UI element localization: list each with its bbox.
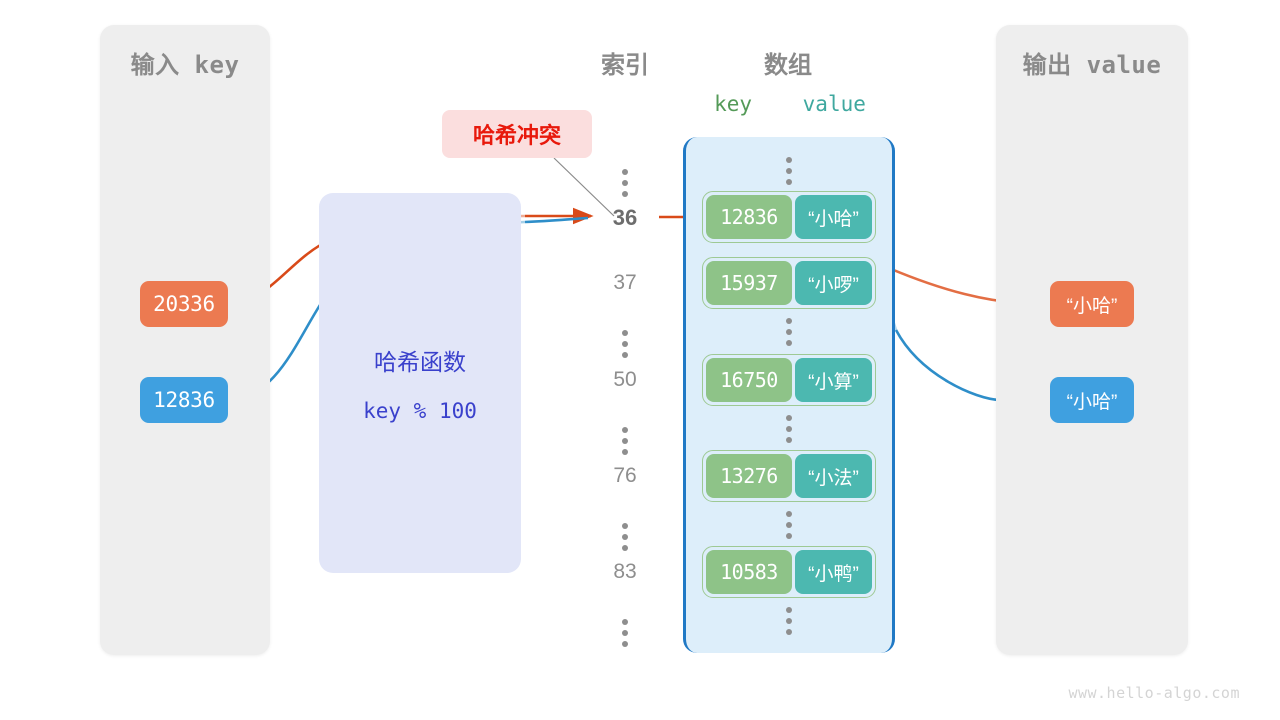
array-entry-value: “小啰” <box>795 261 872 305</box>
index-label-36: 36 <box>612 205 638 230</box>
output-value-chip-orange[interactable]: “小哈” <box>1050 281 1134 327</box>
array-entry-36[interactable]: 12836 “小哈” <box>702 191 876 243</box>
index-column-heading: 索引 <box>601 52 649 79</box>
output-value-panel: 输出 value <box>996 25 1188 655</box>
array-entry-37[interactable]: 15937 “小啰” <box>702 257 876 309</box>
array-entry-83[interactable]: 10583 “小鸭” <box>702 546 876 598</box>
array-column-heading: 数组 <box>764 52 812 79</box>
input-key-chip-12836[interactable]: 12836 <box>140 377 228 423</box>
input-key-chip-20336[interactable]: 20336 <box>140 281 228 327</box>
input-panel-title: 输入 key <box>130 51 240 79</box>
curve-key-blue-to-index <box>524 216 589 224</box>
input-key-panel: 输入 key <box>100 25 270 655</box>
array-key-label: key <box>714 92 753 116</box>
array-dots-2 <box>786 415 792 443</box>
array-entry-key: 10583 <box>706 550 792 594</box>
array-entry-key: 16750 <box>706 358 792 402</box>
index-label-83: 83 <box>613 560 637 583</box>
index-dots-4 <box>593 607 657 647</box>
array-value-label: value <box>802 92 866 116</box>
output-value-chip-blue[interactable]: “小哈” <box>1050 377 1134 423</box>
array-dots-0 <box>786 157 792 185</box>
array-entry-key: 13276 <box>706 454 792 498</box>
array-dots-1 <box>786 318 792 346</box>
index-dots-1 <box>593 318 657 358</box>
hash-function-title: 哈希函数 <box>374 349 466 375</box>
curve-out-blue <box>894 329 1001 402</box>
array-dots-4 <box>786 607 792 635</box>
array-entry-key: 15937 <box>706 261 792 305</box>
array-entry-value: “小算” <box>795 358 872 402</box>
hash-function-box: 哈希函数 key % 100 <box>319 193 521 573</box>
index-label-50: 50 <box>613 368 637 391</box>
index-dots-0 <box>593 157 657 197</box>
hash-collision-badge: 哈希冲突 <box>442 110 592 158</box>
index-label-37: 37 <box>613 271 637 294</box>
watermark: www.hello-algo.com <box>1068 684 1240 702</box>
array-entry-50[interactable]: 16750 “小算” <box>702 354 876 406</box>
index-label-76: 76 <box>613 464 637 487</box>
array-dots-3 <box>786 511 792 539</box>
hash-function-expression: key % 100 <box>363 399 477 423</box>
array-kv-header: key value <box>700 92 880 116</box>
array-entry-value: “小法” <box>795 454 872 498</box>
array-entry-76[interactable]: 13276 “小法” <box>702 450 876 502</box>
index-dots-3 <box>593 511 657 551</box>
output-panel-title: 输出 value <box>1022 51 1162 79</box>
array-entry-value: “小哈” <box>795 195 872 239</box>
array-entry-key: 12836 <box>706 195 792 239</box>
index-dots-2 <box>593 415 657 455</box>
array-entry-value: “小鸭” <box>795 550 872 594</box>
